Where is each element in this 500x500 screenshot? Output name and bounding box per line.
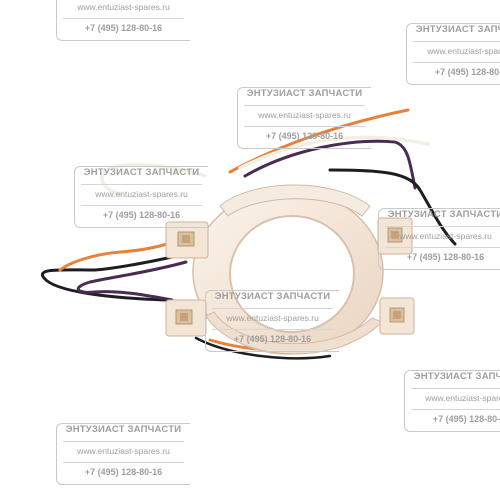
- wire-black-front: [194, 336, 332, 360]
- holder-collar: [219, 184, 371, 217]
- wire-purple-left: [76, 260, 188, 302]
- plastic-holder: [192, 184, 384, 355]
- terminal-blocks: [165, 217, 415, 337]
- holder-ring-opening: [229, 215, 355, 333]
- terminal-bottom-left: [165, 299, 207, 337]
- terminal-top-left: [165, 221, 209, 259]
- wire-white-right: [238, 135, 430, 170]
- wire-purple-top: [243, 139, 417, 190]
- wire-black-right: [328, 168, 457, 246]
- wire-white-top: [100, 162, 207, 196]
- wire-black-left: [40, 252, 188, 302]
- holder-lower-rim: [205, 311, 383, 355]
- terminal-top-right: [377, 217, 413, 255]
- terminal-bottom-right: [379, 297, 415, 335]
